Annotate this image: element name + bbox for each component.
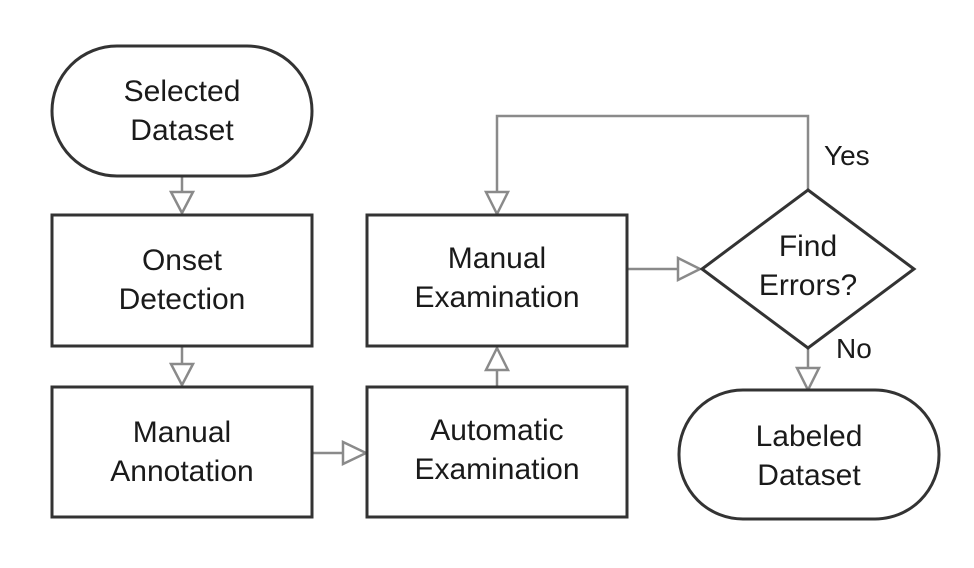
node-manual-examination: Manual Examination: [365, 213, 629, 348]
arrowhead-selected-to-onset: [168, 190, 196, 216]
node-label-line1: Selected: [124, 75, 241, 108]
edge-label-yes: Yes: [824, 140, 870, 171]
node-onset-detection: Onset Detection: [50, 213, 314, 348]
arrowhead-automatic-to-manual-exam: [483, 345, 511, 372]
edge-yes-loop: [495, 114, 810, 192]
process-shape: [50, 385, 314, 519]
node-label-line2: Errors?: [759, 269, 857, 302]
node-find-errors: Find Errors?: [699, 188, 917, 350]
edge-label-no: No: [836, 333, 872, 364]
node-label-line1: Manual: [448, 242, 546, 275]
terminator-shape: [50, 44, 314, 178]
arrowhead-annotation-to-automatic: [341, 440, 369, 466]
node-label-line2: Dataset: [757, 459, 861, 492]
arrowhead-onset-to-annotation: [168, 362, 196, 388]
node-label-line1: Onset: [142, 244, 223, 277]
node-selected-dataset: Selected Dataset: [50, 44, 314, 178]
node-label-line1: Find: [779, 230, 837, 263]
node-automatic-examination: Automatic Examination: [365, 385, 629, 519]
node-label-line2: Dataset: [130, 114, 234, 147]
terminator-shape: [677, 388, 941, 521]
node-manual-annotation: Manual Annotation: [50, 385, 314, 519]
node-label-line2: Annotation: [110, 455, 253, 488]
arrowhead-yes-loop: [483, 190, 511, 217]
node-label-line1: Automatic: [430, 414, 563, 447]
node-label-line2: Examination: [414, 281, 579, 314]
process-shape: [365, 213, 629, 348]
node-label-line1: Labeled: [756, 420, 863, 453]
decision-shape: [699, 188, 917, 350]
node-label-line2: Detection: [119, 283, 246, 316]
node-label-line1: Manual: [133, 416, 231, 449]
node-label-line2: Examination: [414, 453, 579, 486]
node-labeled-dataset: Labeled Dataset: [677, 388, 941, 521]
arrowhead-no-to-labeled: [794, 366, 822, 393]
arrowhead-manual-exam-to-decision: [676, 255, 703, 283]
process-shape: [50, 213, 314, 348]
process-shape: [365, 385, 629, 519]
